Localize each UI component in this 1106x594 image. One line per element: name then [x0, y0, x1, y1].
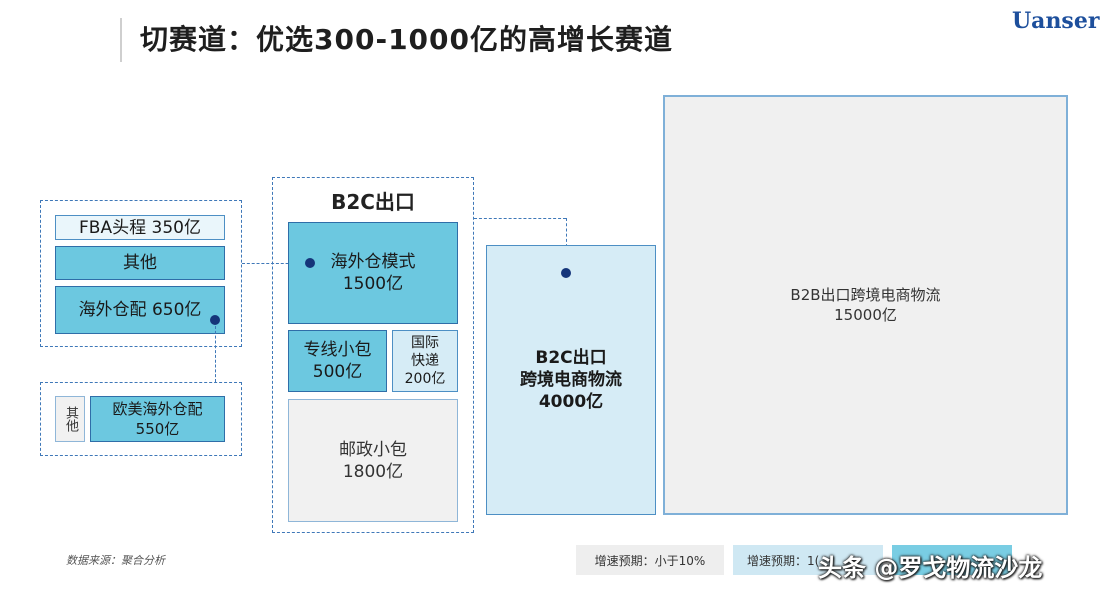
b2c-group-frame: [272, 177, 474, 533]
dedicated-line2: 500亿: [312, 362, 363, 382]
postal-box: 邮政小包 1800亿: [288, 399, 458, 522]
b2c-total-line2: 跨境电商物流: [520, 370, 622, 390]
postal-line1: 邮政小包: [339, 439, 407, 460]
b2b-total-line2: 15000亿: [834, 306, 897, 324]
legend-mid-label: 增速预期：1(: [747, 553, 820, 568]
sub-other-label: 其他: [63, 406, 78, 432]
intl-express-box: 国际 快递 200亿: [392, 330, 458, 392]
left-other-label: 其他: [123, 253, 157, 273]
fba-label: FBA头程 350亿: [79, 217, 201, 238]
overseas-mode-box: 海外仓模式 1500亿: [288, 222, 458, 324]
data-source: 数据来源：聚合分析: [66, 554, 165, 567]
b2c-total-line3: 4000亿: [538, 392, 604, 412]
page-title: 切赛道：优选300-1000亿的高增长赛道: [140, 23, 673, 56]
b2c-total-line1: B2C出口: [535, 348, 607, 368]
b2c-total-box: B2C出口 跨境电商物流 4000亿: [486, 245, 656, 515]
intl-express-line1: 国际: [411, 335, 439, 351]
legend-low-growth: 增速预期：小于10%: [576, 545, 724, 575]
b2c-total-dot: [561, 268, 571, 278]
intl-express-line3: 200亿: [404, 371, 446, 387]
connector-left-to-b2c: [242, 263, 308, 264]
dedicated-line1: 专线小包: [303, 340, 372, 360]
legend-high-growth: [892, 545, 1012, 575]
euus-wh-line2: 550亿: [135, 420, 180, 438]
b2c-group-header: B2C出口: [331, 190, 415, 214]
sub-other-box: 其他: [55, 396, 85, 442]
fba-box: FBA头程 350亿: [55, 215, 225, 240]
connector-b2c-top: [474, 218, 566, 219]
title-divider: [120, 18, 122, 62]
left-other-box: 其他: [55, 246, 225, 280]
dedicated-line-box: 专线小包 500亿: [288, 330, 387, 392]
legend-mid-growth: 增速预期：1(: [733, 545, 883, 575]
connector-vertical-left: [215, 326, 216, 382]
watermark: 头条 @罗戈物流沙龙: [818, 554, 1043, 582]
brand-logo: Uanser: [1012, 8, 1100, 34]
connector-b2c-down: [566, 218, 567, 268]
overseas-mode-dot: [305, 258, 315, 268]
intl-express-line2: 快递: [411, 353, 439, 369]
euus-wh-line1: 欧美海外仓配: [112, 400, 203, 418]
b2b-total-box: B2B出口跨境电商物流 15000亿: [663, 95, 1068, 515]
overseas-mode-line1: 海外仓模式: [330, 252, 416, 272]
overseas-wh-dot: [210, 315, 220, 325]
legend-low-label: 增速预期：小于10%: [594, 553, 706, 568]
overseas-mode-line2: 1500亿: [342, 274, 404, 294]
overseas-wh-box: 海外仓配 650亿: [55, 286, 225, 334]
left-group-frame: [40, 200, 242, 347]
postal-line2: 1800亿: [342, 461, 404, 482]
overseas-wh-label: 海外仓配 650亿: [78, 300, 202, 320]
sub-group-frame: [40, 382, 242, 456]
euus-wh-box: 欧美海外仓配 550亿: [90, 396, 225, 442]
b2b-total-line1: B2B出口跨境电商物流: [790, 286, 941, 304]
